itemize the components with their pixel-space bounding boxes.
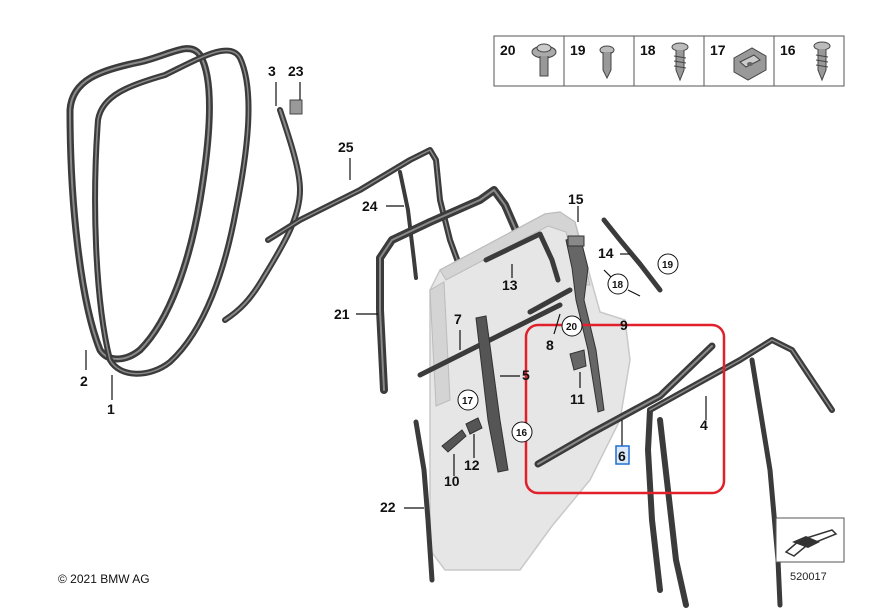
legend-label-20: 20: [500, 42, 516, 58]
circled-callout-20: 20: [566, 322, 578, 333]
callout-3: 3: [268, 63, 276, 79]
clip-nut-icon: [733, 47, 767, 81]
circled-callout-18: 18: [612, 280, 624, 291]
callout-24: 24: [362, 198, 378, 214]
door-seal-outer: [66, 45, 213, 363]
leader-lines: [85, 82, 707, 509]
legend-label-19: 19: [570, 42, 586, 58]
callout-12: 12: [464, 457, 480, 473]
legend-label-16: 16: [780, 42, 796, 58]
callout-25: 25: [338, 139, 354, 155]
callout-8: 8: [546, 337, 554, 353]
orientation-arrow-icon: [775, 517, 845, 563]
callout-22: 22: [380, 499, 396, 515]
screw-icon: [599, 45, 615, 80]
callout-13: 13: [502, 277, 518, 293]
callout-1: 1: [107, 401, 115, 417]
callout-7: 7: [454, 311, 462, 327]
window-frame-part-4: [645, 337, 835, 608]
callout-labels: 1 2 3 4 5 6 7 8 9 10 11 12 13 14 15 25 2…: [80, 63, 708, 515]
fastener-legend: 20 19 18 17 16: [493, 35, 845, 87]
callout-23: 23: [288, 63, 304, 79]
seal-part-22: [413, 419, 435, 583]
circled-callout-19: 19: [662, 260, 674, 271]
highlight-frame: [524, 323, 726, 495]
callout-9: 9: [620, 317, 628, 333]
clip-part-23: [289, 99, 303, 115]
selected-part-marker[interactable]: [615, 445, 630, 465]
callout-4: 4: [700, 417, 708, 433]
legend-label-17: 17: [710, 42, 726, 58]
callout-2: 2: [80, 373, 88, 389]
window-guide-13: [483, 231, 561, 283]
upper-frame-seal: [265, 147, 461, 265]
sheet-metal-screw-icon: [813, 41, 831, 82]
door-seal-inner: [92, 47, 252, 377]
self-tapping-screw-icon: [671, 42, 689, 82]
outer-belt-7: [417, 302, 563, 378]
circled-callout-17: 17: [462, 396, 474, 407]
strip-part-14: [601, 217, 663, 293]
copyright-text: © 2021 BMW AG: [58, 572, 150, 586]
outer-seal-part-6: [534, 342, 716, 468]
callout-11: 11: [570, 391, 585, 407]
callout-10: 10: [444, 473, 460, 489]
callout-14: 14: [598, 245, 614, 261]
bracket-part-11: [569, 349, 587, 371]
clip-part-12: [465, 417, 483, 435]
window-frame-seal-21: [376, 186, 534, 394]
legend-label-18: 18: [640, 42, 656, 58]
callout-6[interactable]: 6: [618, 448, 626, 464]
pillar-cover-5: [475, 315, 509, 473]
guide-strip-24: [398, 170, 418, 280]
diagram-number: 520017: [790, 571, 827, 583]
callout-15: 15: [568, 191, 584, 207]
handle-part-10: [441, 429, 467, 453]
belt-strip-8: [527, 287, 573, 315]
callout-5: 5: [522, 367, 530, 383]
flange-bolt-icon: [531, 43, 557, 77]
circled-callout-16: 16: [516, 428, 528, 439]
circled-callouts: 17 16 18 19 20: [457, 253, 679, 443]
callout-21: 21: [334, 306, 350, 322]
